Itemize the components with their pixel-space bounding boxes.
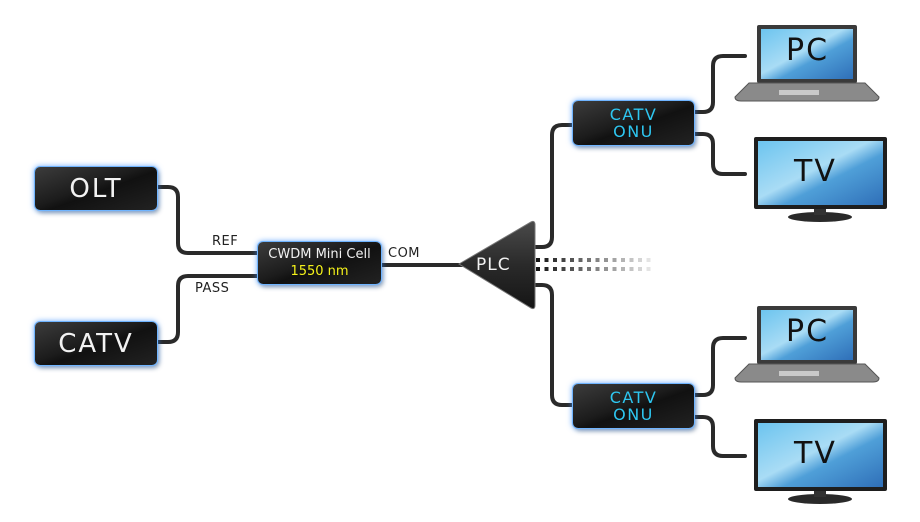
wire-plc-onu-top — [533, 123, 575, 249]
onu-bottom-box: CATV ONU — [573, 384, 694, 428]
pass-port-label: PASS — [195, 281, 230, 296]
dot — [612, 267, 617, 271]
cwdm-wavelength: 1550 nm — [290, 264, 349, 279]
dot — [629, 258, 634, 262]
tv-top-label: TV — [794, 154, 837, 189]
dot — [604, 267, 608, 271]
wire-olt-ref — [155, 185, 260, 255]
dot — [612, 258, 617, 262]
wire-onu-bottom-tv — [693, 415, 747, 458]
dot — [629, 267, 634, 271]
onu-top-box: CATV ONU — [573, 101, 694, 145]
onu-top-line1: CATV — [609, 105, 658, 124]
dot — [621, 267, 625, 271]
wire-plc-onu-bottom — [533, 283, 575, 407]
wire-catv-pass — [155, 274, 260, 344]
dot — [638, 267, 642, 271]
dot — [604, 258, 608, 262]
onu-top-line2: ONU — [613, 122, 654, 141]
additional-ports-dots — [536, 258, 651, 271]
pc-top-label: PC — [786, 33, 830, 68]
tv-bottom-device — [754, 419, 887, 504]
dot — [561, 258, 566, 262]
ref-port-label: REF — [212, 234, 239, 249]
wire-onu-top-tv — [693, 132, 747, 176]
dot — [595, 258, 600, 262]
dot — [536, 267, 540, 271]
olt-label: OLT — [69, 173, 123, 204]
pc-top-device — [734, 25, 880, 102]
com-port-label: COM — [388, 246, 421, 261]
plc-label: PLC — [476, 255, 511, 275]
olt-box: OLT — [35, 167, 157, 210]
catv-source-box: CATV — [35, 322, 157, 365]
dot — [578, 267, 583, 271]
dot — [587, 258, 591, 262]
dot — [553, 267, 557, 271]
onu-bottom-line2: ONU — [613, 405, 654, 424]
dot — [578, 258, 583, 262]
dot — [553, 258, 557, 262]
dot — [570, 267, 574, 271]
dot — [544, 258, 549, 262]
catv-source-label: CATV — [58, 328, 134, 359]
pc-bottom-device — [734, 306, 880, 383]
dot — [561, 267, 566, 271]
onu-bottom-line1: CATV — [609, 388, 658, 407]
pc-bottom-label: PC — [786, 314, 830, 349]
cwdm-mini-cell-box: CWDM Mini Cell 1550 nm — [258, 242, 381, 284]
dot — [646, 267, 651, 271]
dot — [536, 258, 540, 262]
dot — [544, 267, 549, 271]
dot — [638, 258, 642, 262]
wire-onu-bottom-pc — [693, 336, 747, 397]
dot — [595, 267, 600, 271]
cwdm-name: CWDM Mini Cell — [268, 247, 371, 262]
tv-top-device — [754, 137, 887, 222]
tv-bottom-label: TV — [794, 436, 837, 471]
dot — [646, 258, 651, 262]
dot — [570, 258, 574, 262]
plc-splitter-shape — [458, 220, 536, 310]
wire-onu-top-pc — [693, 54, 747, 114]
dot — [621, 258, 625, 262]
dot — [587, 267, 591, 271]
